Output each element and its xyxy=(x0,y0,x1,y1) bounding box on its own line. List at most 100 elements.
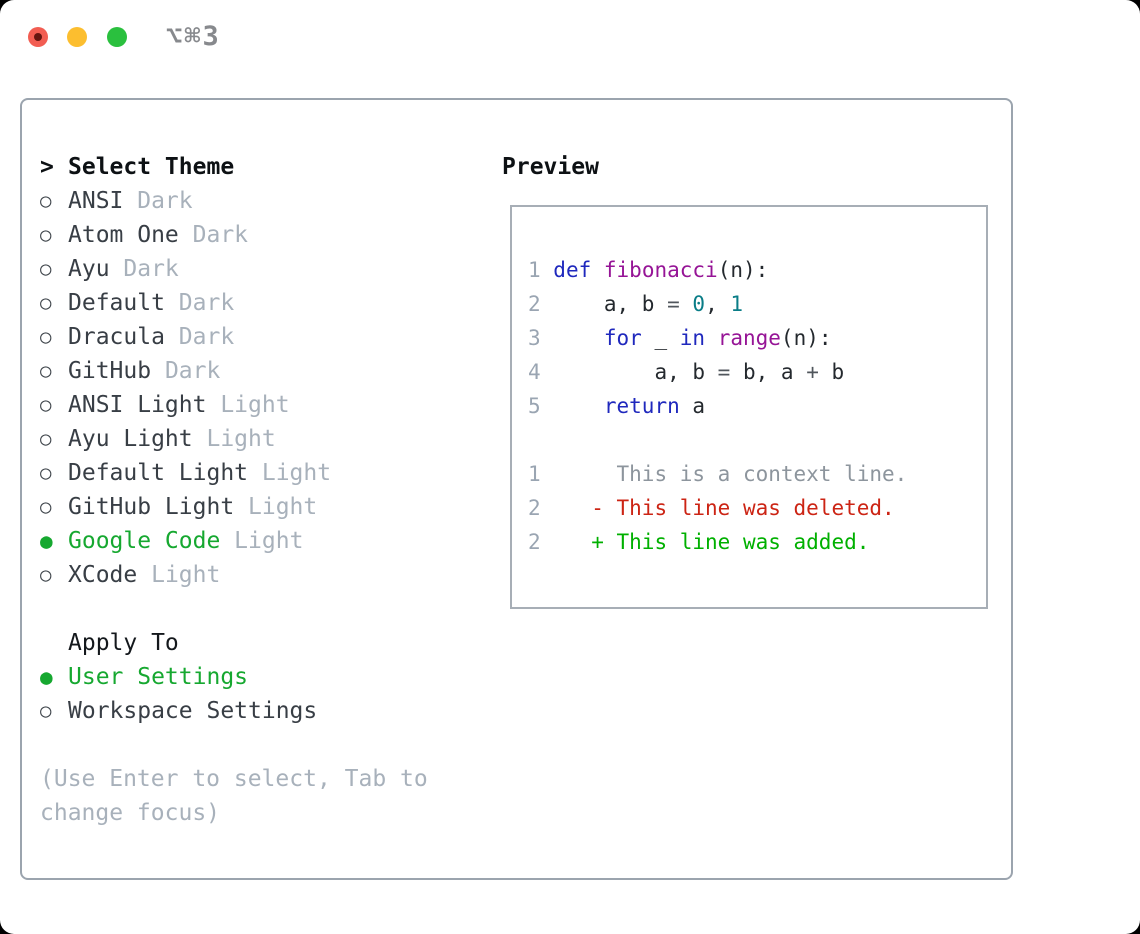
code-token xyxy=(553,394,604,418)
code-line: 2 a, b = 0, 1 xyxy=(528,287,986,321)
theme-variant: Light xyxy=(248,460,332,486)
hint-text: (Use Enter to select, Tab to change focu… xyxy=(40,762,428,830)
theme-variant: Dark xyxy=(164,290,235,316)
theme-name: ANSI Light xyxy=(68,392,207,418)
theme-variant: Dark xyxy=(123,188,193,214)
line-number: 4 xyxy=(528,360,554,384)
theme-name: Default xyxy=(68,290,165,316)
apply-to-header: Apply To xyxy=(40,626,428,660)
code-token: 0 xyxy=(692,292,706,316)
theme-selector-panel: > Select Theme ○ANSI Dark○Atom One Dark○… xyxy=(20,98,1013,880)
theme-option-github[interactable]: ○GitHub Dark xyxy=(40,354,428,388)
code-token xyxy=(705,326,718,350)
theme-name: Ayu xyxy=(68,256,110,282)
code-token: return xyxy=(603,394,680,418)
minimize-button[interactable] xyxy=(67,27,87,47)
code-line: 4 a, b = b, a + b xyxy=(528,355,986,389)
radio-icon: ○ xyxy=(40,360,52,382)
apply-option-user-settings[interactable]: ● User Settings xyxy=(40,660,428,694)
spacer xyxy=(40,728,428,762)
code-token xyxy=(591,258,604,282)
line-number: 2 xyxy=(528,292,554,316)
radio-icon: ○ xyxy=(40,190,52,212)
code-token: 1 xyxy=(730,292,744,316)
diff-text: + This line was added. xyxy=(540,530,870,554)
theme-option-ayu-light[interactable]: ○Ayu Light Light xyxy=(40,422,428,456)
code-token: b, a xyxy=(730,360,807,384)
code-line: 1 def fibonacci(n): xyxy=(528,253,986,287)
radio-icon: ○ xyxy=(40,700,52,722)
theme-option-ansi-light[interactable]: ○ ANSI Light Light xyxy=(40,388,428,422)
code-token: a, b xyxy=(553,360,718,384)
theme-option-atom-one[interactable]: ○Atom One Dark xyxy=(40,218,428,252)
zoom-button[interactable] xyxy=(107,27,127,47)
apply-option-workspace-settings[interactable]: ○ Workspace Settings xyxy=(40,694,428,728)
theme-name: ANSI xyxy=(68,188,124,214)
code-token xyxy=(553,326,604,350)
window-title: ⌥⌘3 xyxy=(166,21,221,52)
theme-list-column: > Select Theme ○ANSI Dark○Atom One Dark○… xyxy=(40,150,428,830)
theme-name: Atom One xyxy=(68,222,179,248)
theme-variant: Light xyxy=(192,426,276,452)
code-token: fibonacci xyxy=(603,258,718,282)
diff-line-added: 2 + This line was added. xyxy=(528,525,986,559)
code-token: (n): xyxy=(717,258,769,282)
prompt-icon: > xyxy=(40,154,54,180)
close-button[interactable] xyxy=(28,27,48,47)
apply-to-list: ● User Settings ○ Workspace Settings xyxy=(40,660,428,728)
theme-option-ayu[interactable]: ○ Ayu Dark xyxy=(40,252,428,286)
code-line: 3 for _ in range(n): xyxy=(528,321,986,355)
theme-option-default[interactable]: ○Default Dark xyxy=(40,286,428,320)
code-line: 5 return a xyxy=(528,389,986,423)
code-token: , xyxy=(705,292,731,316)
line-number: 5 xyxy=(528,394,554,418)
radio-icon: ○ xyxy=(40,258,52,280)
line-number: 2 xyxy=(528,496,541,520)
hint-line-1: (Use Enter to select, Tab to xyxy=(40,766,428,792)
code-token: (n): xyxy=(780,326,832,350)
code-token: for xyxy=(603,326,642,350)
theme-name: Ayu Light xyxy=(68,426,193,452)
line-number: 1 xyxy=(528,258,554,282)
theme-option-ansi[interactable]: ○ ANSI Dark xyxy=(40,184,428,218)
apply-option-label: Workspace Settings xyxy=(68,698,318,724)
spacer xyxy=(40,592,428,626)
theme-variant: Light xyxy=(206,392,290,418)
theme-variant: Light xyxy=(137,562,221,588)
code-token: b xyxy=(818,360,845,384)
code-token: def xyxy=(553,258,592,282)
diff-line-deleted: 2 - This line was deleted. xyxy=(528,491,986,525)
radio-selected-icon: ● xyxy=(40,665,53,689)
theme-option-github-light[interactable]: ○GitHub Light Light xyxy=(40,490,428,524)
radio-selected-icon: ● xyxy=(40,529,53,553)
radio-icon: ○ xyxy=(40,496,52,518)
code-token: = xyxy=(717,360,731,384)
line-number: 2 xyxy=(528,530,541,554)
close-dot-icon xyxy=(34,33,42,41)
theme-option-dracula[interactable]: ○ Dracula Dark xyxy=(40,320,428,354)
radio-icon: ○ xyxy=(40,564,52,586)
code-token: range xyxy=(717,326,781,350)
theme-variant: Dark xyxy=(109,256,179,282)
theme-option-default-light[interactable]: ○Default Light Light xyxy=(40,456,428,490)
theme-name: XCode xyxy=(68,562,138,588)
theme-variant: Dark xyxy=(164,324,235,350)
line-number: 1 xyxy=(528,462,541,486)
preview-title: Preview xyxy=(502,154,599,180)
theme-name: Dracula xyxy=(68,324,165,350)
theme-list: ○ANSI Dark○Atom One Dark○Ayu Dark○Defaul… xyxy=(40,184,428,592)
theme-option-google-code[interactable]: ●Google Code Light xyxy=(40,524,428,558)
radio-icon: ○ xyxy=(40,462,52,484)
code-token: a, b xyxy=(553,292,668,316)
radio-icon: ○ xyxy=(40,326,52,348)
radio-icon: ○ xyxy=(40,394,52,416)
diff-text: This is a context line. xyxy=(540,462,908,486)
apply-option-label: User Settings xyxy=(68,664,249,690)
code-token: + xyxy=(806,360,819,384)
code-token: = xyxy=(667,292,680,316)
theme-variant: Light xyxy=(220,528,304,554)
theme-option-xcode[interactable]: ○ XCode Light xyxy=(40,558,428,592)
code-token xyxy=(680,292,693,316)
